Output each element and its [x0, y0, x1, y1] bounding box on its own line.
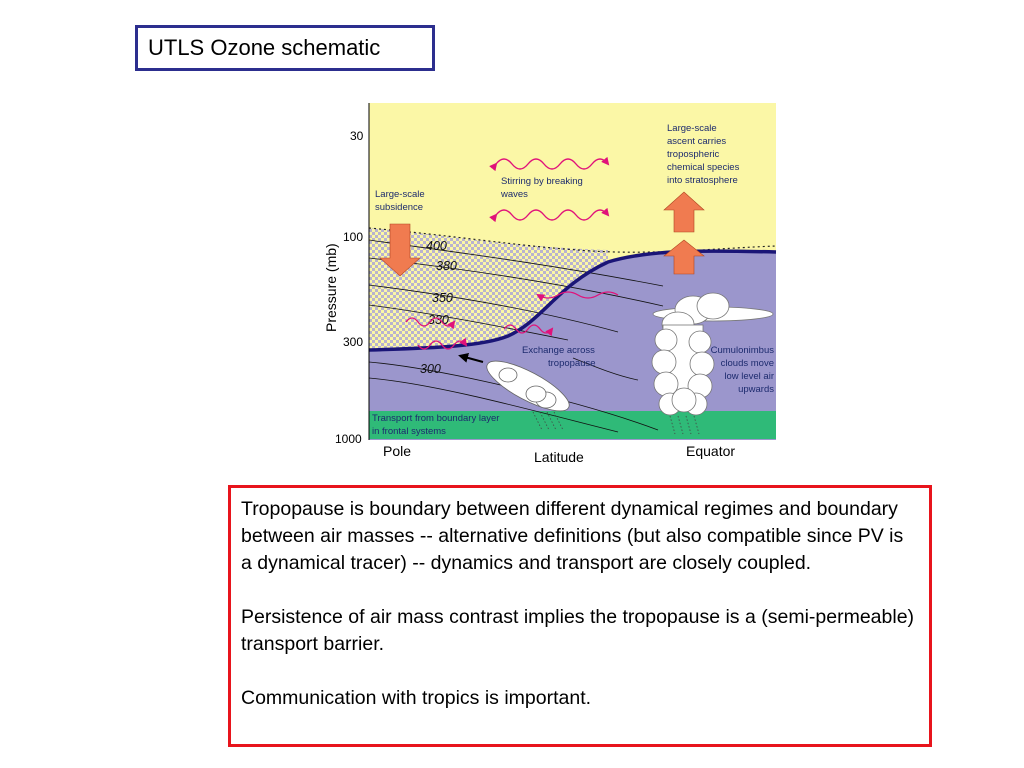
- svg-text:upwards: upwards: [738, 384, 774, 395]
- x-right-label: Equator: [686, 443, 735, 459]
- svg-text:ascent carries: ascent carries: [667, 136, 726, 147]
- ascent-arrow-lower: [663, 239, 705, 275]
- utls-schematic-diagram: 400 380 350 330 300: [323, 103, 777, 465]
- svg-text:in frontal systems: in frontal systems: [372, 426, 446, 437]
- frontal-cloud: [486, 360, 570, 412]
- stirring-annotation: Stirring by breaking waves: [500, 176, 583, 200]
- pressure-tick-300: 300: [343, 335, 363, 349]
- boundary-layer-region: [369, 411, 776, 439]
- paragraph-tropopause-boundary: Tropopause is boundary between different…: [241, 498, 904, 574]
- isentrope-350-line: [368, 284, 619, 333]
- paragraph-tropics-communication: Communication with tropics is important.: [241, 687, 592, 709]
- ascent-arrow-upper: [663, 191, 705, 233]
- isentrope-label-380: 380: [436, 259, 457, 273]
- svg-text:waves: waves: [500, 189, 528, 200]
- mixing-layer-region: [369, 228, 608, 350]
- paragraph-transport-barrier: Persistence of air mass contrast implies…: [241, 606, 915, 655]
- isentrope-label-350: 350: [432, 291, 453, 305]
- slide-title: UTLS Ozone schematic: [135, 25, 435, 71]
- frontal-line: [368, 377, 619, 433]
- pressure-tick-30: 30: [350, 129, 364, 143]
- subsidence-annotation: Large-scale subsidence: [375, 189, 425, 213]
- boundary-layer-annotation: Transport from boundary layer in frontal…: [372, 413, 499, 437]
- svg-text:Cumulonimbus: Cumulonimbus: [711, 345, 775, 356]
- svg-text:tropospheric: tropospheric: [667, 149, 720, 160]
- pressure-tick-1000: 1000: [335, 432, 362, 446]
- subsidence-arrow: [379, 223, 421, 277]
- pressure-tick-100: 100: [343, 230, 363, 244]
- svg-text:Transport from boundary layer: Transport from boundary layer: [372, 413, 499, 424]
- svg-text:Stirring by breaking: Stirring by breaking: [501, 176, 583, 187]
- cumulonimbus-cloud: [651, 292, 774, 416]
- x-axis-label: Latitude: [534, 449, 584, 465]
- ascent-annotation: Large-scale ascent carries tropospheric …: [667, 123, 740, 186]
- x-left-label: Pole: [383, 443, 411, 459]
- svg-text:clouds move: clouds move: [721, 358, 774, 369]
- svg-text:chemical species: chemical species: [667, 162, 740, 173]
- exchange-annotation: Exchange across tropopause: [522, 345, 596, 369]
- cumulonimbus-annotation: Cumulonimbus clouds move low level air u…: [711, 345, 775, 395]
- upper-dotted-line: [368, 227, 777, 253]
- svg-text:tropopause: tropopause: [548, 358, 596, 369]
- exchange-wave-arrows: [405, 291, 619, 350]
- svg-text:into stratosphere: into stratosphere: [667, 175, 738, 186]
- isentrope-label-400: 400: [426, 239, 447, 253]
- explanation-textbox: Tropopause is boundary between different…: [228, 485, 932, 747]
- y-axis-label: Pressure (mb): [323, 243, 339, 332]
- stirring-wave-arrows: [489, 156, 610, 223]
- exchange-leader-line: [572, 357, 639, 381]
- svg-text:Large-scale: Large-scale: [375, 189, 425, 200]
- svg-text:subsidence: subsidence: [375, 202, 423, 213]
- svg-text:low level air: low level air: [724, 371, 774, 382]
- svg-text:Exchange across: Exchange across: [522, 345, 595, 356]
- frontal-arrow: [458, 353, 484, 363]
- svg-text:Large-scale: Large-scale: [667, 123, 717, 134]
- isentrope-label-300: 300: [420, 362, 441, 376]
